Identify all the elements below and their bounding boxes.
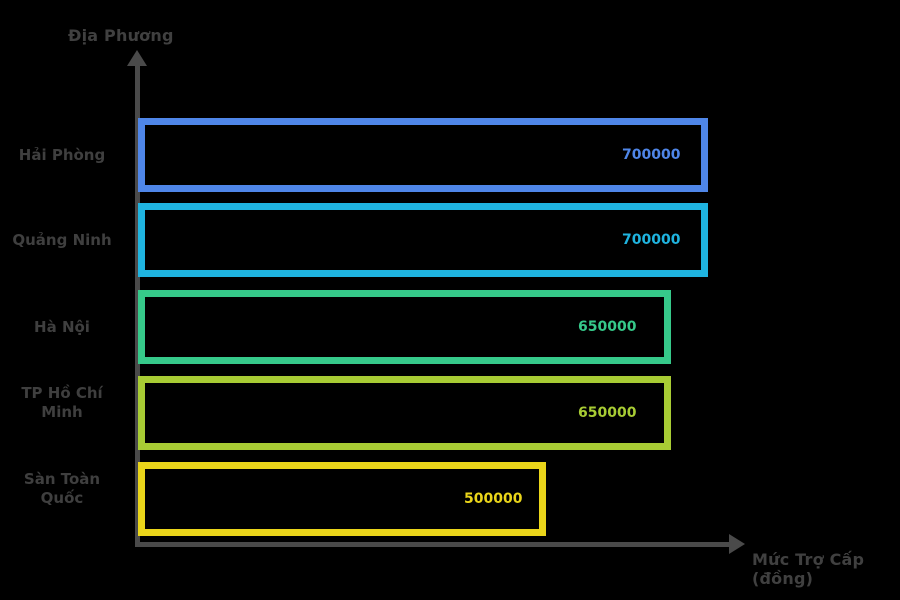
category-label-line1: Quảng Ninh (12, 231, 112, 249)
x-axis-arrow-icon (729, 534, 745, 554)
bar-value-label: 500000 (464, 491, 523, 507)
x-axis-title: Mức Trợ Cấp (đồng) (752, 550, 892, 588)
category-label-line2: Quốc (40, 489, 84, 507)
bar-tp-ho-chi-minh (138, 376, 671, 450)
y-axis-title: Địa Phương (68, 26, 174, 45)
bar-quang-ninh (138, 203, 708, 277)
bar-value-label: 700000 (622, 147, 681, 163)
category-label: Sàn Toàn Quốc (0, 470, 132, 508)
category-label-line1: Hà Nội (34, 318, 90, 336)
x-axis-title-line2: (đồng) (752, 569, 814, 588)
category-label-line1: Sàn Toàn (23, 470, 101, 488)
category-label-line1: TP Hồ Chí (21, 384, 103, 402)
x-axis-title-line1: Mức Trợ Cấp (752, 550, 865, 569)
category-label-line1: Hải Phòng (18, 146, 106, 164)
category-label: Hải Phòng (0, 146, 132, 165)
category-label: TP Hồ Chí Minh (0, 384, 132, 422)
bar-ha-noi (138, 290, 671, 364)
y-axis-line (135, 62, 140, 547)
category-label: Hà Nội (0, 318, 132, 337)
bar-hai-phong (138, 118, 708, 192)
x-axis-line (135, 542, 733, 547)
bar-value-label: 650000 (578, 405, 637, 421)
category-label-line2: Minh (41, 403, 83, 421)
category-label: Quảng Ninh (0, 231, 132, 250)
y-axis-arrow-icon (127, 50, 147, 66)
bar-san-toan-quoc (138, 462, 546, 536)
bar-value-label: 700000 (622, 232, 681, 248)
bar-value-label: 650000 (578, 319, 637, 335)
